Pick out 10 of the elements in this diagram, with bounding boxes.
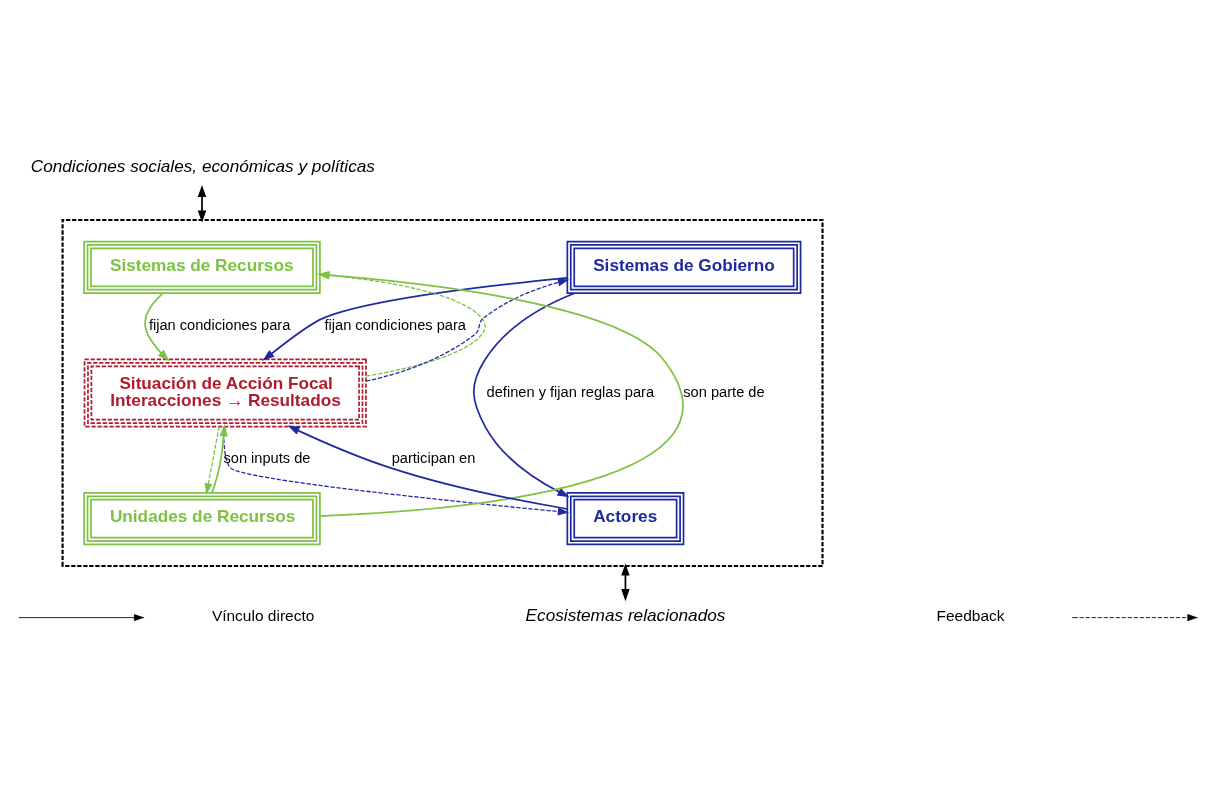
node-text: Ecosistemas relacionados xyxy=(525,604,726,625)
edge-label: fijan condiciones para xyxy=(324,316,466,333)
edge-label: fijan condiciones para xyxy=(148,316,291,333)
edge-label: son inputs de xyxy=(223,449,311,466)
edge-label: definen y fijan reglas para xyxy=(486,383,655,400)
edge-label: son parte de xyxy=(683,383,765,400)
node-text: Condiciones sociales, económicas y políticas xyxy=(30,155,375,176)
legend-label: Feedback xyxy=(936,606,1005,624)
edge-label: participan en xyxy=(391,449,476,466)
legend-label: Vínculo directo xyxy=(211,606,315,624)
